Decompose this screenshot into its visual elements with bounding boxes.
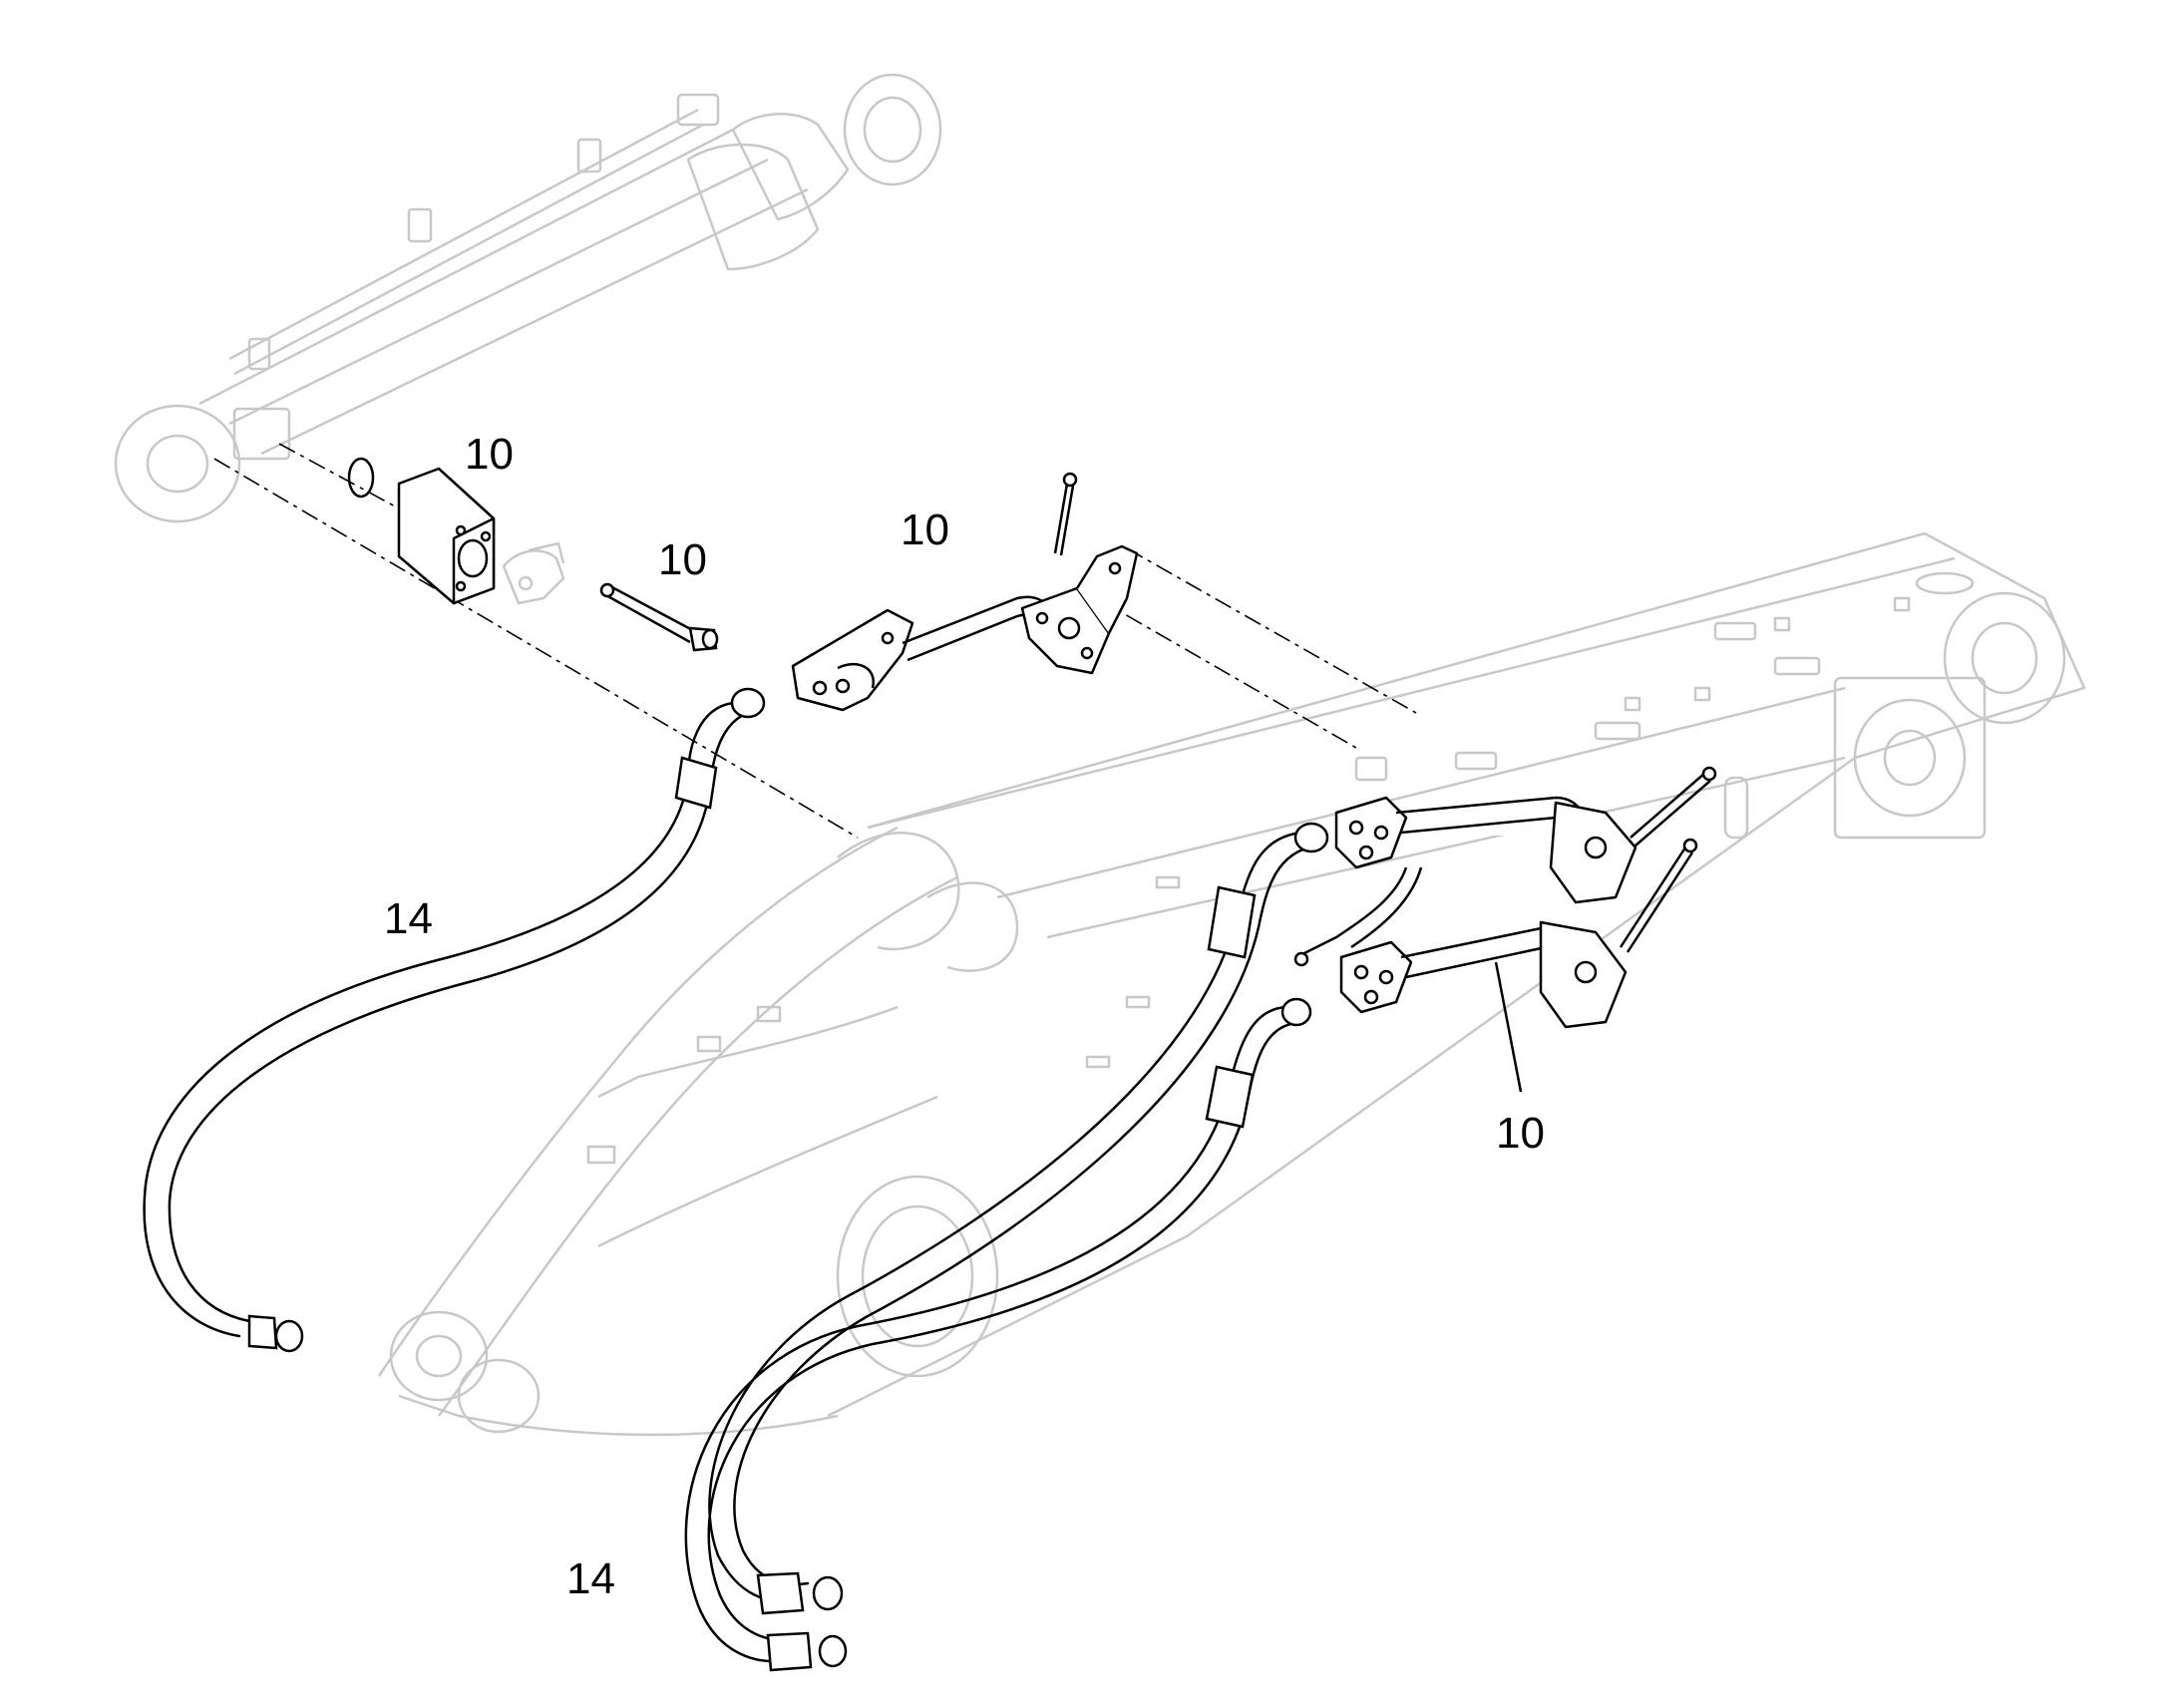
callout-flange-adapter: 10 [465, 430, 514, 479]
callout-tube-lower: 10 [1496, 1109, 1545, 1158]
split-flange-clamp [502, 541, 565, 605]
boom-ghost [377, 531, 2086, 1437]
assembly-leader-lines [213, 443, 1417, 839]
hoses-right [684, 822, 1329, 1672]
o-ring-seal [347, 457, 375, 499]
flange-adapter-block [397, 467, 496, 605]
tube-assembly-lower [1293, 766, 1717, 1093]
hose-left [143, 687, 766, 1353]
bolt [599, 582, 719, 652]
tube-assembly-upper [791, 472, 1139, 712]
callout-hoses-right: 14 [566, 1554, 615, 1603]
callout-bolt: 10 [658, 535, 707, 584]
callout-hose-left: 14 [384, 894, 433, 943]
callout-tube-upper: 10 [901, 506, 949, 554]
cylinder-ghost [114, 73, 942, 523]
